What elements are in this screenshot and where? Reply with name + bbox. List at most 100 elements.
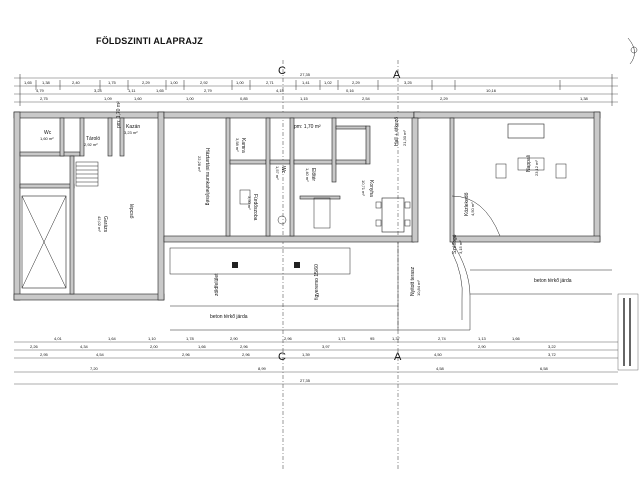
- top-dim: 0,85: [240, 96, 249, 101]
- pm-label-1: pm: 1,70 m²: [116, 101, 122, 128]
- top-dim: 1,38: [580, 96, 589, 101]
- bottom-dim: 1,13: [478, 336, 487, 341]
- room-konyha-name: Konyha: [368, 180, 374, 197]
- section-marker-c-top: C: [278, 60, 286, 470]
- armchair-icon: [555, 163, 567, 179]
- room-hall-area: 21,30 m²: [402, 130, 407, 146]
- bottom-dim: 2,96: [284, 336, 293, 341]
- figure-label: figyeremo 15/60: [314, 264, 320, 300]
- planter-strip: [169, 247, 351, 275]
- room-szelf-area: 3,15 m²: [458, 240, 463, 254]
- top-dim: 1,75: [108, 80, 117, 85]
- room-kazan-area: 3,23 m²: [124, 130, 138, 135]
- room-haztartasi-area: 22,28 m²: [197, 156, 202, 172]
- top-dim: 2,29: [440, 96, 449, 101]
- top-dim: 4,79: [36, 88, 45, 93]
- top-dim: 1,60: [134, 96, 143, 101]
- garage-area: Wc 1,60 m² Tároló 2,92 m² Kazán 3,23 m² …: [21, 101, 140, 289]
- bottom-dim: 1,78: [186, 336, 195, 341]
- bottom-dim: 1,66: [512, 336, 521, 341]
- room-eloter-area: 1,40 m²: [305, 168, 310, 182]
- room-furdo-area: 3,50 m²: [247, 196, 252, 210]
- bottom-dim: 4,50: [434, 352, 443, 357]
- room-szelf-name: Szélfogó: [452, 234, 458, 254]
- top-dim: 2,40: [72, 80, 81, 85]
- top-dim: 1,38: [42, 80, 51, 85]
- pm-label-2: pm: 1,70 m²: [294, 124, 321, 130]
- bottom-dim: 1,64: [108, 336, 117, 341]
- room-wc2-area: 1,57 m²: [275, 166, 280, 180]
- top-dim: 3,24: [94, 88, 103, 93]
- top-dim: 2,79: [204, 88, 213, 93]
- jarda-label-2: beton térkő járda: [534, 278, 572, 284]
- outdoor-elements: zöldfelület figyeremo 15/60 beton térkő …: [169, 247, 612, 331]
- top-dim: 2,75: [40, 96, 49, 101]
- top-dim: 2,54: [362, 96, 371, 101]
- bathtub-icon: [239, 189, 251, 205]
- bottom-dim: 2,90: [478, 344, 487, 349]
- armchair-icon: [495, 163, 507, 179]
- room-eloter-name: Előtér: [310, 168, 316, 181]
- section-c-bottom-label: C: [278, 351, 286, 363]
- bottom-dim: 1,10: [148, 336, 157, 341]
- room-tarolo-name: Tároló: [86, 136, 100, 142]
- bottom-dim: 1,71: [338, 336, 347, 341]
- bottom-dim: 7,20: [90, 366, 99, 371]
- bottom-total-dim: 27,35: [300, 378, 311, 383]
- section-a-label: A: [393, 69, 401, 81]
- room-wc2-name: Wc: [280, 166, 286, 174]
- section-c-label: C: [278, 65, 286, 77]
- room-kozlekedo-area: 4,50 m²: [470, 202, 475, 216]
- top-dim: 1,00: [236, 80, 245, 85]
- bottom-dim: 2,90: [230, 336, 239, 341]
- room-tarolo-area: 2,92 m²: [84, 142, 98, 147]
- room-kazan-name: Kazán: [126, 124, 140, 130]
- top-dim: 4,15: [276, 88, 285, 93]
- kitchen-counter-icon: [313, 197, 331, 229]
- exterior-walls: [13, 111, 601, 301]
- bottom-dim: 2,00: [150, 344, 159, 349]
- terrace-step: [451, 251, 463, 320]
- bottom-dim: 1,66: [198, 344, 207, 349]
- top-dim: 1,15: [300, 96, 309, 101]
- room-kamra-name: Kamra: [240, 138, 246, 153]
- top-dim: 1,65: [156, 88, 165, 93]
- room-haztartasi-name: Háztartási munkahelyiség: [204, 148, 210, 205]
- room-terasz-area: 10,84 m²: [416, 280, 421, 296]
- bottom-dim: 3,97: [322, 344, 331, 349]
- room-garazs-area: 42,02 m²: [97, 216, 102, 232]
- interior-walls: [19, 117, 455, 295]
- bottom-dim: 4,34: [80, 344, 89, 349]
- bottom-dim: 2,96: [242, 352, 251, 357]
- bottom-dim: 6,58: [540, 366, 549, 371]
- room-terasz-name: Nyitott terasz: [410, 266, 416, 296]
- bottom-dim: 3,22: [548, 344, 557, 349]
- top-dim: 1,00: [170, 80, 179, 85]
- top-dim: 3,25: [404, 80, 413, 85]
- top-dim: 2,29: [352, 80, 361, 85]
- top-dim: 1,02: [324, 80, 333, 85]
- middle-rooms: Háztartási munkahelyiség 22,28 m² Kamra …: [197, 117, 411, 233]
- bottom-dim: 2,74: [438, 336, 447, 341]
- jarda-label-1: beton térkő járda: [210, 314, 248, 320]
- bottom-dim: 3,72: [548, 352, 557, 357]
- living-wing: Nappali 23,12 m² Közlekedő 4,50 m² Szélf…: [397, 123, 567, 331]
- bottom-dim: 8,99: [258, 366, 267, 371]
- bottom-dim: 4,58: [436, 366, 445, 371]
- top-dim: 0,16: [346, 88, 355, 93]
- right-margin-notes: [617, 293, 639, 371]
- top-dimension-chains: 27,35 1,65 1,38 2,40 1,75 2,29 1,00 2,92…: [14, 72, 618, 106]
- coffee-table-icon: [517, 157, 545, 171]
- room-nappali-area: 23,12 m²: [534, 160, 539, 176]
- dining-table-icon: [375, 197, 411, 233]
- top-dim: 1,41: [302, 80, 311, 85]
- top-dim: 10,16: [486, 88, 497, 93]
- top-dim: 1,00: [186, 96, 195, 101]
- bottom-dimension-chains: 4,01 1,64 1,10 1,78 2,90 2,96 1,71 95 1,…: [14, 336, 618, 385]
- curved-wall: [451, 195, 501, 237]
- toilet-icon: [277, 215, 287, 225]
- downpipe-icon: [232, 262, 238, 268]
- bottom-dim: 2,96: [240, 344, 249, 349]
- room-hall-name: Hall + étkező: [394, 117, 400, 146]
